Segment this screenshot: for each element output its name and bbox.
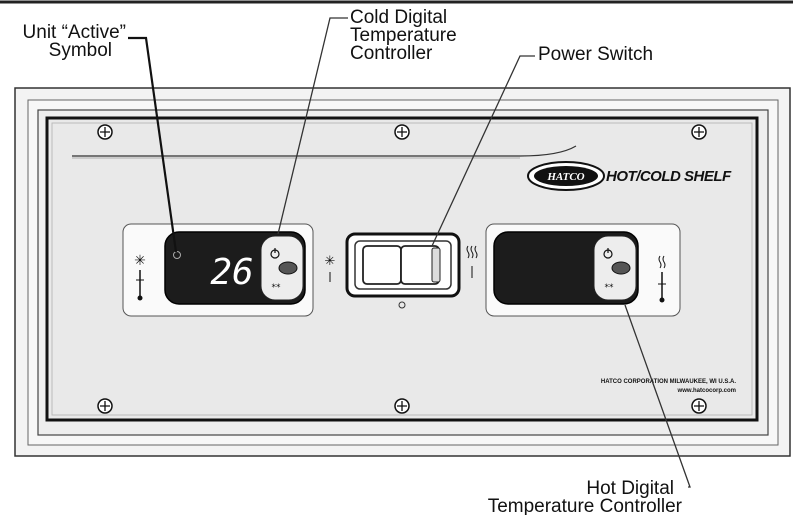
leader-lines — [128, 17, 691, 488]
leader-power-switch — [431, 55, 535, 247]
callout-hot-line1: Hot Digital — [586, 478, 674, 499]
callout-hot-controller: Hot Digital Temperature Controller — [430, 478, 682, 515]
power-icon — [270, 248, 280, 259]
screw-top-center — [394, 124, 410, 140]
screw-bottom-left — [97, 398, 113, 414]
heat-waves-thermometer-icon — [658, 255, 666, 303]
screw-bottom-right — [691, 398, 707, 414]
hot-side-indicator — [466, 245, 478, 278]
callout-cold-line1: Cold Digital — [350, 7, 448, 28]
callout-cold-line2: Temperature — [350, 25, 457, 46]
leader-cold-controller — [277, 17, 348, 235]
snowflake-thermometer-icon: ✳ — [134, 253, 146, 301]
cold-controller: 26 ** — [122, 223, 314, 317]
cold-display-value: 26 — [210, 252, 253, 293]
power-switch — [345, 232, 461, 309]
hot-controller: ** — [485, 223, 681, 317]
set-icon — [278, 261, 298, 275]
corporation-text: HATCO CORPORATION MILWAUKEE, WI U.S.A. — [601, 379, 736, 385]
screw-top-left — [97, 124, 113, 140]
screw-top-right — [691, 124, 707, 140]
screw-bottom-center — [394, 398, 410, 414]
cold-side-indicator: ✳ — [325, 254, 336, 282]
hatco-logo: HATCO — [527, 161, 605, 191]
svg-text:✳: ✳ — [134, 253, 146, 269]
svg-text:**: ** — [605, 283, 615, 293]
callout-power-switch: Power Switch — [538, 44, 654, 65]
logo-wordmark: HATCO — [546, 171, 584, 183]
defrost-icon: ** — [272, 283, 282, 293]
callout-unit-active-symbol: Unit “Active” Symbol — [2, 22, 126, 61]
product-name: HOT/COLD SHELF — [606, 168, 732, 185]
callout-power-line1: Power Switch — [538, 44, 654, 65]
website-text: www.hatcocorp.com — [677, 388, 736, 394]
leader-unit-active — [128, 36, 178, 253]
svg-text:✳: ✳ — [325, 254, 336, 269]
callout-unit-active-line2: Symbol — [48, 40, 112, 61]
callout-cold-controller: Cold Digital Temperature Controller — [350, 7, 457, 64]
callout-unit-active-line1: Unit “Active” — [22, 22, 126, 43]
callout-cold-line3: Controller — [350, 43, 433, 64]
callout-hot-line2: Temperature Controller — [487, 496, 682, 515]
leader-hot-controller — [624, 304, 691, 488]
